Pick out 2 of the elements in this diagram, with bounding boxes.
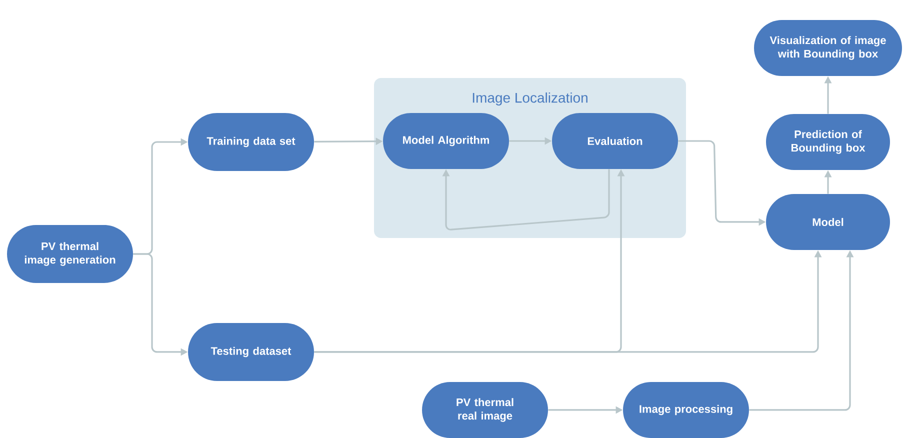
process-box: Visualization of image with Bounding box	[754, 20, 902, 76]
arrow	[442, 169, 610, 230]
